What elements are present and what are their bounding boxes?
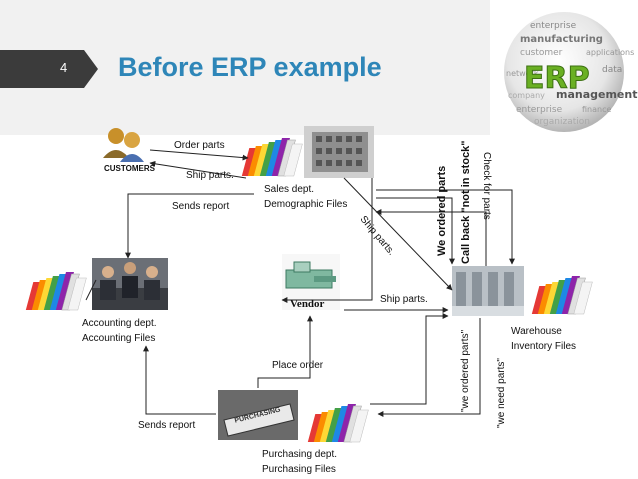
erp-logo: enterprise manufacturing customer applic… xyxy=(490,0,638,148)
warehouse-photo xyxy=(452,266,524,316)
edge-label-check-for-parts: Check for parts xyxy=(481,152,492,220)
accounting-dept-label: Accounting dept. xyxy=(82,318,157,329)
logo-word: enterprise xyxy=(530,21,577,31)
arrow-we-need-parts xyxy=(377,318,481,417)
edge-label-sends-report-1: Sends report xyxy=(172,201,230,212)
sales-dept-label: Sales dept. xyxy=(264,184,315,195)
arrow-order-parts xyxy=(149,149,249,161)
sales-files-folders-icon xyxy=(241,137,303,177)
edge-label-order-parts: Order parts xyxy=(174,140,225,151)
logo-word: company xyxy=(508,91,545,100)
arrow-we-ordered-parts-quote xyxy=(370,313,449,405)
arrow-sends-report-to-accounting xyxy=(125,193,254,259)
edge-label-we-need-parts: "we need parts" xyxy=(496,358,507,428)
accounting-files-folders-icon xyxy=(25,271,87,311)
logo-word: customer xyxy=(520,48,563,58)
arrow-we-ordered-parts xyxy=(376,197,455,265)
arrow-sales-down-line xyxy=(281,178,373,303)
purchasing-dept-label: Purchasing dept. xyxy=(262,449,338,460)
slide-number-badge xyxy=(0,50,98,88)
customers-label: CUSTOMERS xyxy=(104,164,155,173)
purchasing-sign-photo xyxy=(218,390,298,440)
arrow-check-for-parts xyxy=(376,189,515,265)
arrow-place-order xyxy=(257,315,313,388)
edge-label-place-order: Place order xyxy=(272,360,324,371)
edge-label-call-back: Call back "not in stock" xyxy=(460,140,472,264)
edge-label-sends-report-2: Sends report xyxy=(138,420,196,431)
accounting-files-label: Accounting Files xyxy=(82,333,156,344)
sales-files-label: Demographic Files xyxy=(264,199,348,210)
vendor-label: Vendor xyxy=(290,298,325,310)
purchasing-files-folders-icon xyxy=(307,403,369,443)
logo-word: finance xyxy=(582,105,611,114)
arrow-sends-report-purchasing xyxy=(143,345,216,415)
logo-word: network xyxy=(506,69,539,78)
edge-label-we-ordered-parts: We ordered parts xyxy=(436,165,448,256)
erp-sphere-icon: enterprise manufacturing customer applic… xyxy=(504,12,638,132)
edge-label-ship-parts-vendor: Ship parts. xyxy=(380,294,428,305)
warehouse-files-label: Inventory Files xyxy=(511,341,577,352)
slide-title: Before ERP example xyxy=(118,52,382,82)
customers-icon xyxy=(103,128,144,162)
logo-word: management xyxy=(556,88,638,101)
arrow-ship-parts-to-customers xyxy=(149,160,247,179)
accounting-office-photo xyxy=(92,258,168,310)
logo-erp-text: ERP xyxy=(524,61,590,96)
arrow-ship-parts-sales-to-warehouse xyxy=(343,177,453,291)
slide-number: 4 xyxy=(60,60,68,75)
logo-word: data xyxy=(602,65,622,75)
logo-word: enterprise xyxy=(516,105,563,115)
edge-label-ship-parts-customers: Ship parts. xyxy=(186,170,234,181)
edge-label-we-ordered-parts-quote: "we ordered parts" xyxy=(460,329,471,412)
logo-word: organization xyxy=(534,117,590,127)
arrow-call-back-not-in-stock xyxy=(375,209,487,266)
sales-building-icon xyxy=(304,126,374,178)
logo-word: manufacturing xyxy=(520,34,603,45)
vendor-machine-icon xyxy=(282,254,340,310)
connector-accounting xyxy=(85,279,97,301)
warehouse-label: Warehouse xyxy=(511,326,562,337)
logo-word: applications xyxy=(586,48,634,57)
purchasing-files-label: Purchasing Files xyxy=(262,464,336,475)
warehouse-files-folders-icon xyxy=(531,275,593,315)
